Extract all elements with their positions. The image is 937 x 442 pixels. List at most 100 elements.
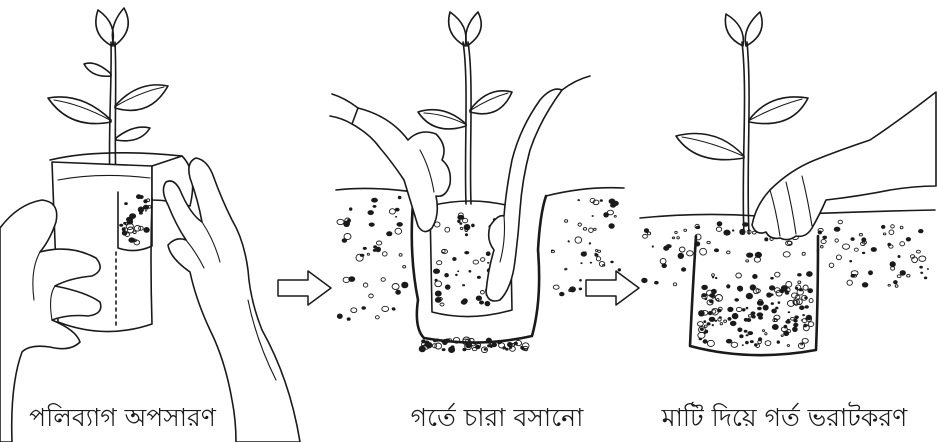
soil-particle: [731, 342, 738, 347]
ground-surface: [546, 188, 624, 196]
soil-particle: [472, 348, 476, 351]
soil-particle: [822, 236, 827, 240]
soil-particle: [847, 280, 852, 285]
soil-particle: [744, 330, 748, 333]
soil-particle: [603, 264, 605, 266]
soil-particle: [469, 270, 472, 273]
soil-particle: [714, 248, 719, 252]
soil-particle: [435, 297, 442, 303]
leaf-right-midrib: [116, 87, 164, 106]
soil-particle: [746, 334, 749, 336]
soil-particle: [395, 228, 402, 234]
soil-particle: [843, 244, 850, 249]
soil-particle: [746, 318, 751, 322]
soil-particle: [803, 285, 808, 290]
soil-particle: [701, 293, 706, 297]
soil-particle: [787, 345, 789, 347]
soil-particle: [471, 224, 475, 228]
soil-particle: [737, 286, 743, 291]
soil-particle: [347, 317, 351, 320]
soil-particle: [136, 194, 141, 199]
soil-particle: [781, 335, 783, 337]
leaf-right: [470, 91, 512, 114]
soil-particle: [499, 343, 505, 348]
soil-particle: [479, 301, 484, 305]
soil-particle: [565, 220, 568, 223]
soil-particle: [373, 205, 377, 208]
soil-particle: [752, 274, 757, 279]
soil-particle: [764, 237, 768, 241]
soil-particle: [484, 348, 487, 351]
leaf-left-midrib: [54, 100, 110, 120]
soil-particle: [344, 233, 351, 239]
soil-particle: [122, 230, 128, 235]
soil-particle: [802, 252, 805, 255]
soil-particle: [821, 246, 824, 248]
soil-particle: [386, 231, 392, 236]
soil-particle: [734, 298, 739, 302]
soil-particle: [783, 252, 790, 257]
soil-particle: [889, 245, 893, 248]
soil-particle: [579, 279, 582, 282]
soil-particle: [907, 274, 910, 277]
left-arm: [330, 116, 352, 124]
bud-leaf-left: [96, 10, 114, 46]
soil-particle: [732, 313, 739, 319]
soil-particle: [802, 314, 805, 316]
soil-particle: [578, 223, 581, 226]
soil-particle: [802, 338, 808, 343]
soil-particle: [711, 289, 717, 294]
soil-particle: [730, 321, 737, 326]
soil-particle: [778, 301, 781, 304]
soil-particle: [580, 262, 582, 264]
stem-outline: [115, 42, 116, 184]
soil-particle: [750, 284, 756, 290]
soil-particle: [781, 285, 788, 291]
soil-particle: [435, 291, 442, 297]
soil-particle: [709, 317, 716, 322]
soil-particle: [898, 255, 901, 258]
soil-particle: [924, 277, 927, 280]
soil-particle: [139, 212, 143, 215]
bud-leaf-right: [745, 12, 762, 46]
soil-particle: [433, 269, 440, 274]
soil-particle: [897, 275, 901, 278]
step-3-illustration: [640, 12, 936, 355]
soil-particle: [589, 228, 594, 232]
soil-particle: [727, 307, 733, 312]
soil-particle: [452, 257, 456, 261]
stem: [742, 42, 745, 234]
soil-particle: [805, 305, 809, 308]
soil-particle: [732, 229, 734, 231]
soil-particle: [143, 227, 149, 233]
soil-particle: [784, 325, 788, 329]
soil-particle: [871, 247, 877, 252]
soil-particle: [375, 316, 379, 319]
soil-particle: [742, 308, 746, 311]
soil-particle: [888, 284, 890, 286]
soil-particle: [829, 263, 834, 267]
soil-particle: [376, 241, 381, 245]
soil-particle: [849, 260, 852, 262]
soil-particle: [771, 302, 774, 305]
right-hand: [752, 92, 936, 240]
soil-particle: [785, 320, 790, 324]
soil-particle: [748, 331, 754, 335]
soil-particle: [739, 334, 743, 338]
soil-particle: [486, 251, 491, 256]
left-arm: [332, 94, 358, 108]
soil-particle: [791, 317, 795, 320]
soil-particle: [564, 269, 566, 270]
soil-particle: [859, 234, 862, 236]
soil-particle: [712, 310, 716, 314]
bud-leaf-left: [449, 12, 466, 46]
soil-particle: [862, 252, 865, 254]
soil-particle: [445, 284, 451, 289]
soil-particle: [559, 292, 564, 296]
soil-particle: [398, 196, 402, 199]
soil-particle: [435, 279, 438, 282]
soil-particle: [337, 314, 343, 319]
soil-particle: [444, 273, 449, 277]
soil-particle: [644, 228, 649, 233]
